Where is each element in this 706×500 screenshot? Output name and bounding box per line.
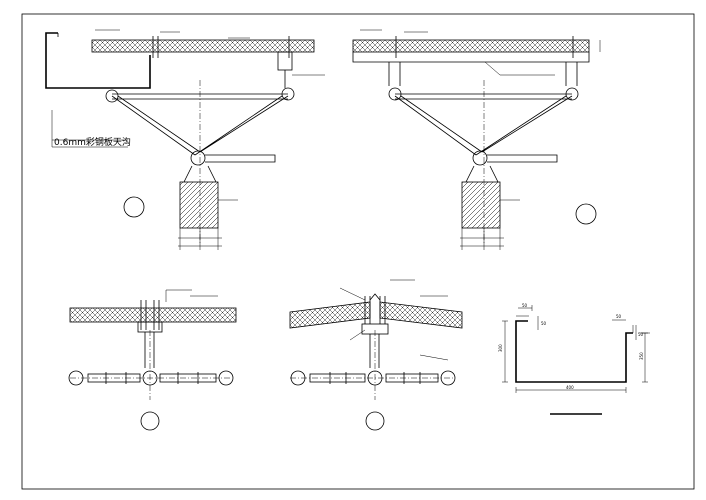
detail-4 [289,279,463,431]
roof-panel-right [379,301,463,329]
detail-circle-3 [140,411,160,431]
annotation-text: 0.6mm彩钢板天沟 [54,136,131,148]
gutter-section-profile [515,320,633,383]
column-base [179,181,219,229]
roof-panel [91,39,315,53]
dim-lip-top: 50 [522,303,528,308]
dim-left-height: 300 [498,344,503,352]
detail-circle-4 [365,411,385,431]
dim-lip-side-right: 50 [638,332,644,337]
detail-2 [352,29,601,250]
dim-width: 400 [566,385,574,390]
truss-top-chord [395,93,572,100]
gutter-profile [45,32,151,89]
detail-1: 0.6mm彩钢板天沟 [45,29,325,250]
gutter-section-detail: 300 400 350 50 50 50 50 [498,303,650,415]
dim-lip-top-right: 50 [616,314,622,319]
detail-circle-2 [575,203,597,225]
column-base [461,181,501,229]
detail-3 [68,289,237,431]
detail-circle-1 [123,196,145,218]
dim-right-height: 350 [639,352,644,360]
roof-panel [69,307,237,323]
dim-lip-side: 50 [541,321,547,326]
drawing-border [21,13,695,490]
roof-panel-left [289,301,371,329]
roof-panel [352,39,590,53]
